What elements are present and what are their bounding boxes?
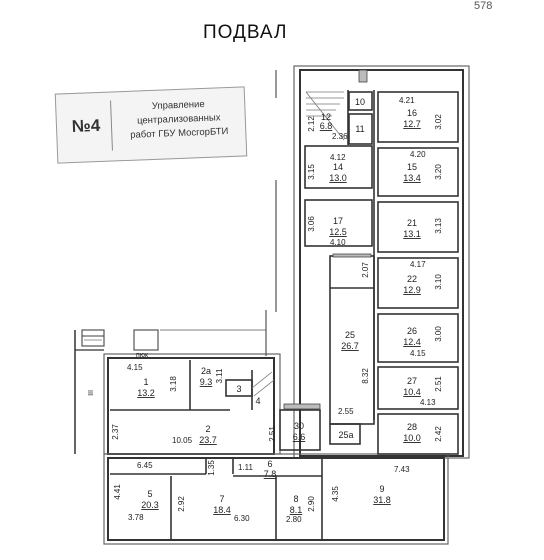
dimension-label: 2.37 xyxy=(111,424,120,440)
room-label-5: 5 xyxy=(147,489,152,499)
room-label-2a: 2a xyxy=(201,366,211,376)
room-area-17: 12.5 xyxy=(329,227,347,237)
dimension-label: 2.80 xyxy=(286,515,302,524)
dimension-label: 8.32 xyxy=(361,368,370,384)
room-label-30: 30 xyxy=(294,421,304,431)
stair-hatch xyxy=(84,91,345,397)
dimension-label: 4.10 xyxy=(330,238,346,247)
room-label-26: 26 xyxy=(407,326,417,336)
room-area-6: 7.8 xyxy=(264,469,277,479)
room-area-15: 13.4 xyxy=(403,173,421,183)
room-label-14: 14 xyxy=(333,162,343,172)
room-label-9: 9 xyxy=(379,484,384,494)
room-area-27: 10.4 xyxy=(403,387,421,397)
misc-marks: пюк III xyxy=(86,352,149,396)
room-label-25a: 25a xyxy=(338,430,353,440)
pyuk-mark: пюк xyxy=(136,352,149,359)
dimension-label: 4.17 xyxy=(410,260,426,269)
dimension-label: 4.15 xyxy=(127,363,143,372)
dimension-label: 2.51 xyxy=(434,376,443,392)
room-label-6: 6 xyxy=(267,459,272,469)
dimension-label: 7.43 xyxy=(394,465,410,474)
dimension-label: 3.13 xyxy=(434,218,443,234)
dimension-label: 2.55 xyxy=(338,407,354,416)
room-label-10: 10 xyxy=(355,97,365,107)
dimension-label: 1.11 xyxy=(238,463,254,472)
room-area-22: 12.9 xyxy=(403,285,421,295)
room-area-5: 20.3 xyxy=(141,500,159,510)
dimension-label: 6.30 xyxy=(234,514,250,523)
dimension-label: 2.12 xyxy=(307,116,316,132)
extensions xyxy=(81,70,277,356)
room-label-17: 17 xyxy=(333,216,343,226)
dimension-label: 2.36 xyxy=(332,132,348,141)
room-area-2a: 9.3 xyxy=(200,377,213,387)
room-label-8: 8 xyxy=(293,494,298,504)
room-label-16: 16 xyxy=(407,108,417,118)
room-label-21: 21 xyxy=(407,218,417,228)
room-area-26: 12.4 xyxy=(403,337,421,347)
room-label-22: 22 xyxy=(407,274,417,284)
room-label-28: 28 xyxy=(407,422,417,432)
dimension-label: 2.07 xyxy=(361,262,370,278)
room-label-7: 7 xyxy=(219,494,224,504)
room-label-3: 3 xyxy=(236,384,241,394)
dimension-label: 10.05 xyxy=(172,436,193,445)
room-label-12: 12 xyxy=(321,112,331,122)
room-area-16: 12.7 xyxy=(403,119,421,129)
room-area-21: 13.1 xyxy=(403,229,421,239)
stair-mark: III xyxy=(86,390,93,396)
dimension-label: 3.18 xyxy=(169,376,178,392)
dimension-label: 2.42 xyxy=(434,426,443,442)
room-label-25: 25 xyxy=(345,330,355,340)
page-number: 578 xyxy=(474,0,493,12)
dimension-labels: 4.21 3.02 4.12 4.20 3.15 3.20 3.06 3.13 … xyxy=(111,96,443,524)
wall-fill xyxy=(283,69,372,410)
dimension-label: 4.13 xyxy=(420,398,436,407)
room-label-1: 1 xyxy=(143,377,148,387)
room-label-15: 15 xyxy=(407,162,417,172)
interior-walls xyxy=(110,90,459,540)
dimension-label: 3.00 xyxy=(434,326,443,342)
dimension-label: 2.51 xyxy=(268,426,277,442)
room-area-12: 6.8 xyxy=(320,121,333,131)
dimension-label: 4.12 xyxy=(330,153,346,162)
room-area-8: 8.1 xyxy=(290,505,303,515)
room-area-7: 18.4 xyxy=(213,505,231,515)
room-label-4: 4 xyxy=(255,396,260,406)
dimension-label: 1.35 xyxy=(207,460,216,476)
dimension-label: 4.21 xyxy=(399,96,415,105)
dimension-label: 3.15 xyxy=(307,164,316,180)
dimension-label: 3.11 xyxy=(215,368,224,384)
room-area-9: 31.8 xyxy=(373,495,391,505)
dimension-label: 2.92 xyxy=(177,496,186,512)
room-area-30: 6.6 xyxy=(293,432,306,442)
dimension-label: 4.15 xyxy=(410,349,426,358)
dimension-label: 4.35 xyxy=(331,486,340,502)
dimension-label: 2.90 xyxy=(307,496,316,512)
dimension-label: 4.20 xyxy=(410,150,426,159)
dimension-label: 3.02 xyxy=(434,114,443,130)
floor-title: ПОДВАЛ xyxy=(203,22,288,43)
room-area-2: 23.7 xyxy=(199,435,217,445)
room-labels: 1 13.2 2a 9.3 2 23.7 3 4 5 20.3 6 7.8 7 … xyxy=(137,97,421,515)
outer-walls xyxy=(74,65,470,545)
dimension-label: 4.41 xyxy=(113,484,122,500)
room-area-28: 10.0 xyxy=(403,433,421,443)
room-label-27: 27 xyxy=(407,376,417,386)
dimension-label: 6.45 xyxy=(137,461,153,470)
room-area-25: 26.7 xyxy=(341,341,359,351)
room-label-11: 11 xyxy=(355,124,364,134)
room-area-1: 13.2 xyxy=(137,388,155,398)
dimension-label: 3.10 xyxy=(434,274,443,290)
dimension-label: 3.78 xyxy=(128,513,144,522)
room-label-2: 2 xyxy=(205,424,210,434)
dimension-label: 3.06 xyxy=(307,216,316,232)
dimension-label: 3.20 xyxy=(434,164,443,180)
room-area-14: 13.0 xyxy=(329,173,347,183)
